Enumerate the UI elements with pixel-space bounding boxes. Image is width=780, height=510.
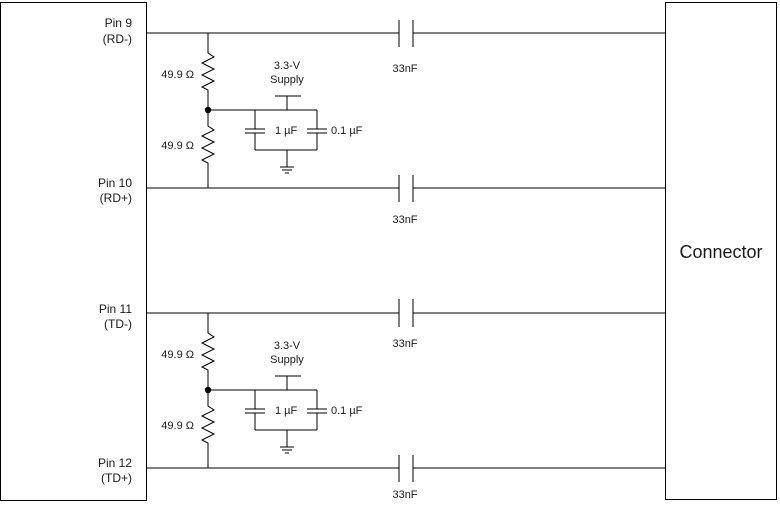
device-block [0, 2, 147, 501]
td-bypass-cap-1-label: 1 µF [275, 405, 298, 417]
td-supply-label-line2: Supply [270, 354, 304, 366]
rd-bypass-cap-1-label: 1 µF [275, 125, 298, 137]
td-bypass-cap-2-label: 0.1 µF [331, 405, 363, 417]
coupling-cap-label-pin-11: 33nF [392, 338, 417, 350]
termination-network-td [200, 313, 327, 468]
coupling-cap-label-pin-10: 33nF [392, 214, 417, 226]
coupling-cap-label-pin-9: 33nF [392, 63, 417, 75]
connector-block [665, 2, 777, 500]
pin-10-signal: (RD+) [100, 191, 132, 205]
pin-11-signal: (TD-) [104, 317, 132, 331]
signal-line-pin-9 [147, 20, 665, 47]
pin-9-signal: (RD-) [103, 32, 132, 46]
signal-line-pin-11 [147, 299, 665, 327]
signal-line-pin-12 [147, 455, 665, 482]
pin-9-label: Pin 9 [105, 16, 133, 30]
pin-10-label: Pin 10 [98, 176, 132, 190]
pin-12-label: Pin 12 [98, 456, 132, 470]
termination-network-rd [200, 33, 327, 188]
signal-line-pin-10 [147, 175, 665, 202]
connector-label: Connector [679, 242, 762, 262]
pin-12-signal: (TD+) [101, 471, 132, 485]
pin-11-label: Pin 11 [99, 302, 132, 316]
rd-lower-resistor-label: 49.9 Ω [161, 140, 194, 152]
rd-supply-label-line2: Supply [270, 74, 304, 86]
td-upper-resistor-label: 49.9 Ω [161, 349, 194, 361]
rd-upper-resistor-label: 49.9 Ω [161, 69, 194, 81]
rd-bypass-cap-2-label: 0.1 µF [331, 125, 363, 137]
coupling-cap-label-pin-12: 33nF [392, 489, 417, 501]
td-supply-label-line1: 3.3-V [274, 340, 301, 352]
rd-supply-label-line1: 3.3-V [274, 60, 301, 72]
td-lower-resistor-label: 49.9 Ω [161, 420, 194, 432]
